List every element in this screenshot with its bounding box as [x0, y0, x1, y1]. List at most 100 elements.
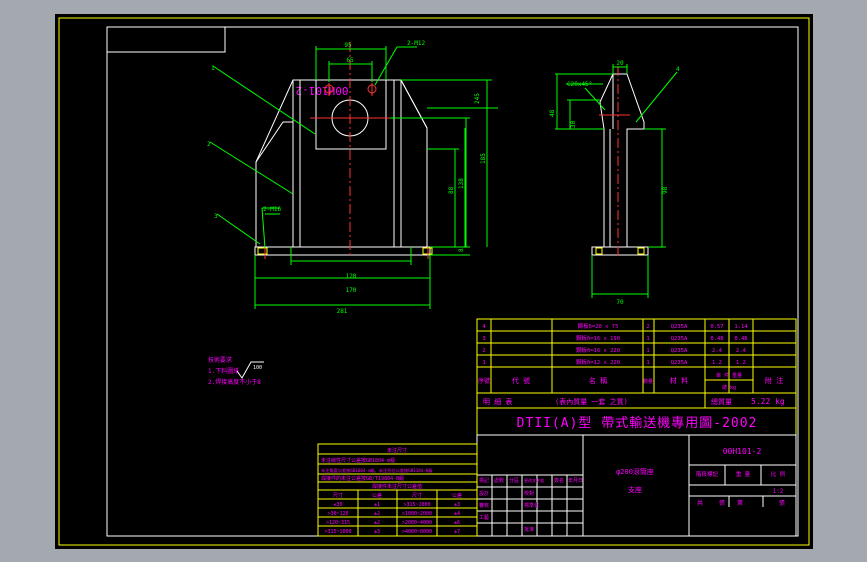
side-dim-20: 20 [616, 60, 624, 67]
tol-header: 尺寸 [333, 492, 343, 499]
bom-table: 4 鋼板δ=20 x 75 2 Q235A 0.57 1.14 3 鋼板δ=16… [476, 318, 797, 394]
tol-cell: >315~1000 [403, 502, 430, 508]
bom-header-code: 代 號 [512, 376, 530, 385]
dim-185: 185 [480, 153, 487, 164]
bom-header-remark: 附 注 [765, 376, 783, 385]
detail-label: 明 細 表 [483, 397, 512, 406]
inner-frame [106, 26, 799, 537]
bom-row-no: 3 [482, 336, 485, 342]
total-weight-value: 5.22 kg [751, 397, 785, 406]
corner-code: 00H101-2 [296, 84, 349, 97]
bom-header-name: 名 稱 [589, 376, 607, 385]
side-base-hole-r [637, 247, 645, 255]
tol-line1: 未注線性尺寸公差按GB1804-m級 [321, 457, 395, 464]
bom-row-material: Q235A [671, 336, 688, 342]
rev-row: 校對 [524, 490, 534, 497]
bom-header-qty: 數量 [643, 378, 653, 385]
bom-row-qty: 2 [646, 324, 649, 330]
rev-col: 更改文件號 [524, 477, 544, 483]
tol-cell: >315~1000 [324, 529, 351, 535]
dim-95: 95 [344, 42, 352, 49]
dim-170: 170 [346, 287, 357, 294]
leader-1: 1 [211, 65, 215, 72]
notes-line1: 1.下料圖紙 [208, 367, 239, 375]
bom-row-unit: 2.4 [712, 348, 723, 354]
side-dim-70: 70 [616, 299, 624, 306]
rev-row: 批准 [524, 526, 534, 533]
sheet-label: 共 [697, 499, 703, 507]
tol-header: 公差 [372, 492, 382, 499]
tol-title: 未注尺寸 [387, 447, 407, 454]
bom-row-total: 1.2 [736, 360, 746, 366]
cad-drawing: 00H101-2 [58, 17, 810, 546]
rev-col: 處數 [494, 477, 504, 484]
dim-8: 8 [458, 248, 465, 252]
side-outline [599, 73, 645, 248]
bom-row-unit: 0.57 [710, 324, 723, 330]
dim-120: 120 [346, 273, 357, 280]
front-top-block [315, 79, 387, 150]
tol-cell: ≤30 [333, 502, 342, 508]
tech-notes: 技術要求 1.下料圖紙 2.焊接高度不小于8 [208, 356, 261, 386]
title-banner: DTII(A)型 帶式輸送機專用圖-2002 [476, 407, 797, 436]
front-gusset-right [400, 79, 428, 129]
rev-col: 標記 [479, 477, 489, 484]
tol-cell: ±2 [374, 520, 380, 526]
front-base-plate [254, 246, 431, 256]
bom-row-qty: 1 [646, 348, 649, 354]
dim-88: 88 [448, 186, 455, 194]
drawing-sheet: 00H101-2 [55, 14, 813, 549]
corner-code-box [106, 26, 226, 53]
leader-3: 3 [214, 213, 218, 220]
tol-line3: 焊接件的未注公差按GB/T19804-B級 [321, 475, 404, 482]
tol-cell: >120~315 [326, 520, 350, 526]
bom-row-unit: 1.2 [712, 360, 722, 366]
side-dimensions [555, 64, 678, 298]
rev-col: 分區 [509, 477, 519, 484]
dim-245: 245 [474, 93, 481, 104]
dim-65: 65 [346, 57, 354, 64]
dim-138: 138 [458, 178, 465, 189]
leader-4: 4 [676, 66, 680, 73]
tol-header: 公差 [452, 492, 462, 499]
bom-row-material: Q235A [671, 360, 688, 366]
bom-row-material: Q235A [671, 348, 688, 354]
tol-cell: ±3 [374, 529, 380, 535]
tol-cell: ±7 [454, 529, 460, 535]
rev-row: 工藝 [479, 514, 489, 521]
outer-frame [58, 17, 810, 546]
side-dim-30: 30 [570, 120, 577, 128]
bom-row-name: 鋼板δ=16 x 220 [576, 346, 620, 354]
tol-cell: >1000~2000 [402, 511, 432, 517]
front-base-hole-left [257, 247, 268, 255]
scale-label: 比 例 [771, 470, 786, 478]
tol-cell: >4000~8000 [402, 529, 432, 535]
side-dim-text: 20 C20x45° 48 30 98 70 4 [549, 60, 680, 306]
bom-header-weight: 單 件 重量 [716, 372, 742, 379]
bom-row-no: 2 [482, 348, 485, 354]
roughness-symbol: 100 [236, 361, 264, 379]
bom-row-name: 鋼板δ=12 x 220 [576, 358, 620, 366]
banner-text: DTII(A)型 帶式輸送機專用圖-2002 [517, 416, 758, 431]
bom-row-name: 鋼板δ=16 x 190 [576, 334, 620, 342]
tol-caption: 焊接件未注尺寸公差值 [372, 483, 422, 490]
tol-cell: ±6 [454, 520, 460, 526]
tol-cell: ±3 [454, 502, 460, 508]
title-block: 00H101-2 φ200滾筒座 支座 階段標記 重 量 比 例 1:2 共 張… [476, 434, 797, 537]
bom-header-weight-sub: 總 kg [722, 384, 736, 391]
weight-label: 重 量 [736, 470, 751, 478]
tol-header: 尺寸 [412, 492, 422, 499]
total-weight-label: 總質量 [711, 397, 732, 406]
part-name: φ200滾筒座 [616, 467, 654, 476]
bom-row-no: 4 [482, 324, 486, 330]
rev-std: 標準化 [524, 502, 539, 509]
bom-row-total: 1.14 [734, 324, 748, 330]
dim-2m12: 2-M12 [407, 40, 425, 47]
bom-row-no: 1 [482, 360, 485, 366]
notes-title: 技術要求 [208, 356, 232, 364]
bom-row-qty: 1 [646, 336, 649, 342]
tolerance-table: 未注尺寸 未注線性尺寸公差按GB1804-m級 未注角度公差按GB1804-m級… [317, 443, 478, 537]
stage-label: 階段標記 [696, 470, 719, 478]
front-dimensions [209, 46, 498, 309]
bom-header-material: 材 料 [670, 376, 688, 385]
